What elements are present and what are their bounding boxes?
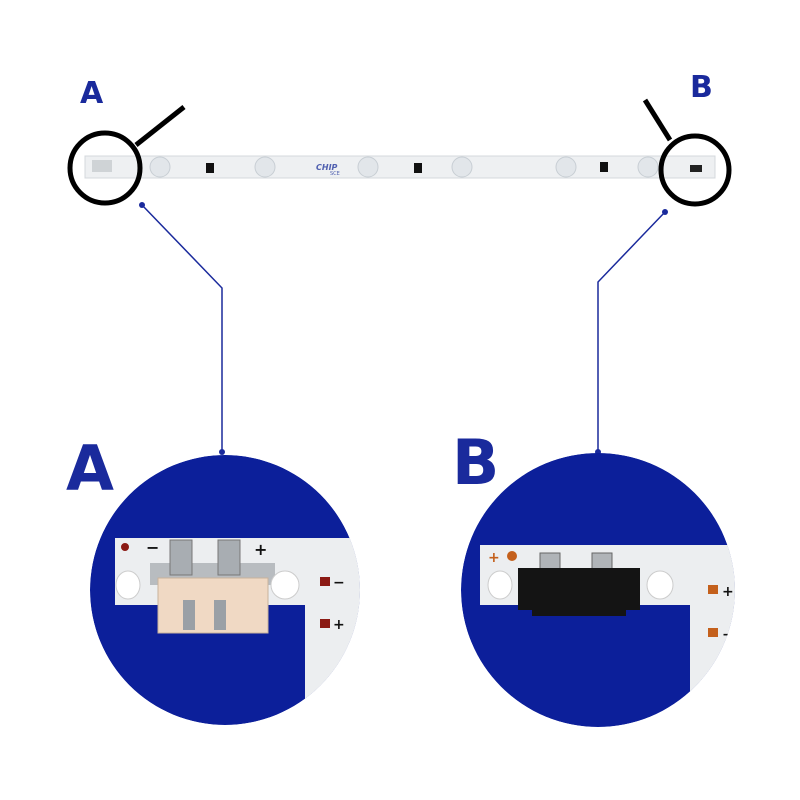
label-b-top: B	[690, 70, 713, 105]
detail-b-connector: + + −	[461, 453, 735, 727]
detail-a-top-minus: −	[146, 538, 159, 557]
magnifier-b-icon	[642, 98, 732, 207]
magnifier-a-icon	[67, 105, 186, 206]
detail-a-connector: − + − +	[90, 455, 360, 725]
label-a-large: A	[66, 432, 114, 505]
detail-a-side-minus: −	[333, 575, 345, 591]
detail-a-top-plus: +	[254, 540, 267, 559]
leader-line-a	[141, 204, 223, 452]
label-a-top: A	[80, 76, 104, 111]
detail-b-side-plus: +	[722, 584, 734, 600]
leader-line-b	[597, 211, 666, 452]
detail-b-side-minus: −	[722, 627, 734, 643]
detail-a-side-plus: +	[333, 617, 345, 633]
label-b-large: B	[452, 426, 499, 499]
detail-b-top-plus: +	[488, 550, 500, 566]
strip-logo-sub: SCE	[330, 171, 340, 177]
led-strip: CHIP SCE	[84, 155, 716, 179]
strip-logo: CHIP	[316, 163, 338, 172]
